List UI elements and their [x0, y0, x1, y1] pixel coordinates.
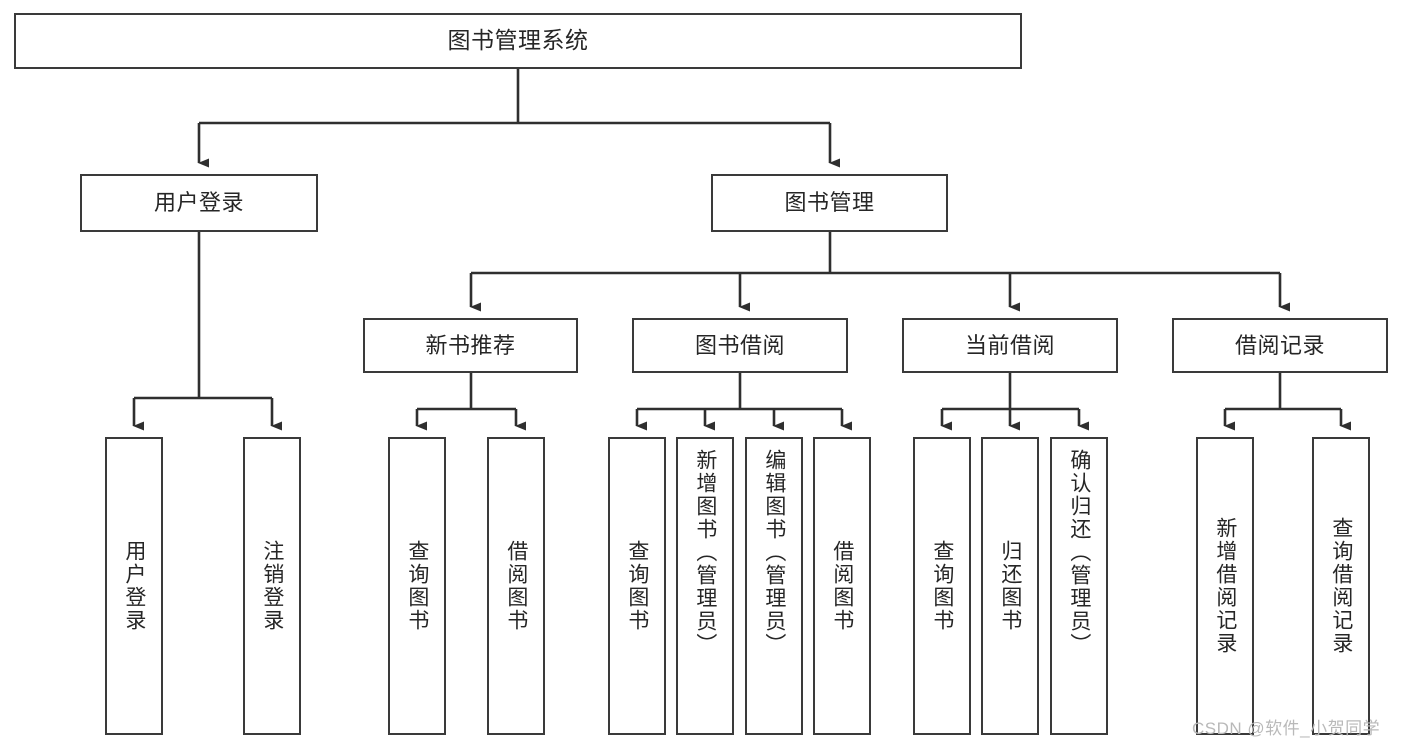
node-book-manage[interactable]: 图书管理: [711, 174, 948, 232]
node-leaf-cur-return-label: 归还图书: [998, 540, 1022, 632]
node-leaf-borrow-lend-label: 借阅图书: [830, 540, 854, 632]
node-leaf-cur-confirm[interactable]: 确认归还（管理员）: [1050, 437, 1108, 735]
node-leaf-user-logout[interactable]: 注销登录: [243, 437, 301, 735]
node-borrow-record-label: 借阅记录: [1234, 332, 1325, 358]
node-user-login[interactable]: 用户登录: [80, 174, 318, 232]
node-leaf-rec-query-record[interactable]: 查询借阅记录: [1312, 437, 1370, 735]
node-new-book-rec[interactable]: 新书推荐: [363, 318, 578, 373]
node-leaf-borrow-query[interactable]: 查询图书: [608, 437, 666, 735]
node-leaf-borrow-lend[interactable]: 借阅图书: [813, 437, 871, 735]
node-borrow-record[interactable]: 借阅记录: [1172, 318, 1388, 373]
node-leaf-rec-add-label: 新增借阅记录: [1213, 517, 1237, 655]
node-leaf-borrow-query-label: 查询图书: [625, 540, 649, 632]
node-root-label: 图书管理系统: [447, 27, 589, 54]
node-root[interactable]: 图书管理系统: [14, 13, 1022, 69]
node-leaf-rec-query-record-label: 查询借阅记录: [1329, 517, 1353, 655]
node-user-login-label: 用户登录: [153, 190, 244, 216]
node-leaf-borrow-add[interactable]: 新增图书（管理员）: [676, 437, 734, 735]
node-leaf-rec-query[interactable]: 查询图书: [388, 437, 446, 735]
node-new-book-rec-label: 新书推荐: [425, 332, 516, 358]
node-leaf-borrow-edit[interactable]: 编辑图书（管理员）: [745, 437, 803, 735]
node-leaf-cur-confirm-label: 确认归还（管理员）: [1067, 449, 1091, 656]
node-book-borrow-label: 图书借阅: [694, 332, 785, 358]
node-leaf-cur-query[interactable]: 查询图书: [913, 437, 971, 735]
node-current-borrow-label: 当前借阅: [964, 332, 1055, 358]
node-leaf-cur-query-label: 查询图书: [930, 540, 954, 632]
node-leaf-rec-add[interactable]: 新增借阅记录: [1196, 437, 1254, 735]
node-leaf-rec-borrow-label: 借阅图书: [504, 540, 528, 632]
node-book-borrow[interactable]: 图书借阅: [632, 318, 848, 373]
node-leaf-user-logout-label: 注销登录: [260, 540, 284, 632]
node-leaf-user-login-label: 用户登录: [122, 540, 146, 632]
csdn-watermark: CSDN @软件_小贺同学: [1192, 719, 1381, 738]
node-leaf-borrow-edit-label: 编辑图书（管理员）: [762, 449, 786, 656]
node-leaf-rec-query-label: 查询图书: [405, 540, 429, 632]
node-current-borrow[interactable]: 当前借阅: [902, 318, 1118, 373]
node-leaf-cur-return[interactable]: 归还图书: [981, 437, 1039, 735]
node-book-manage-label: 图书管理: [784, 190, 875, 216]
node-leaf-rec-borrow[interactable]: 借阅图书: [487, 437, 545, 735]
node-leaf-user-login[interactable]: 用户登录: [105, 437, 163, 735]
node-leaf-borrow-add-label: 新增图书（管理员）: [693, 449, 717, 656]
